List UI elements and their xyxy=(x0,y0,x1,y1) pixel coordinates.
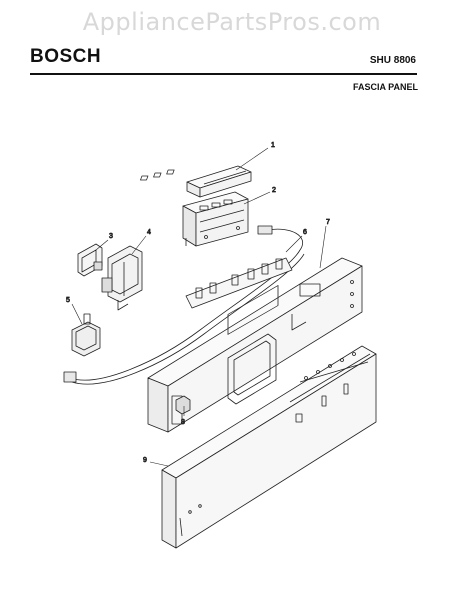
callout-4: 4 xyxy=(147,229,151,236)
brand-logo: BOSCH xyxy=(30,46,102,67)
callout-7: 7 xyxy=(326,219,330,226)
part-4-door-switch[interactable] xyxy=(101,245,143,311)
part-8-button[interactable] xyxy=(175,395,191,415)
callout-2: 2 xyxy=(272,187,276,194)
callout-8: 8 xyxy=(181,419,185,426)
part-3-switch-housing[interactable] xyxy=(77,243,103,277)
callout-5: 5 xyxy=(66,297,70,304)
callout-6: 6 xyxy=(303,229,307,236)
header-rule xyxy=(30,73,417,75)
part-6-wiring-harness[interactable] xyxy=(63,225,305,385)
section-title: FASCIA PANEL xyxy=(352,82,418,92)
model-number: SHU 8806 xyxy=(369,55,416,66)
callout-1: 1 xyxy=(271,142,275,149)
callout-3: 3 xyxy=(109,233,113,240)
part-7-fascia-frame[interactable] xyxy=(147,257,363,433)
callout-leaders xyxy=(71,147,327,467)
watermark: AppliancePartsPros.com xyxy=(82,8,382,36)
part-1-display-board[interactable] xyxy=(140,165,252,198)
part-2-control-module[interactable] xyxy=(182,191,249,247)
callout-9: 9 xyxy=(143,457,147,464)
part-9-fascia-panel[interactable] xyxy=(161,285,377,549)
part-5-connector-block[interactable] xyxy=(71,313,101,357)
